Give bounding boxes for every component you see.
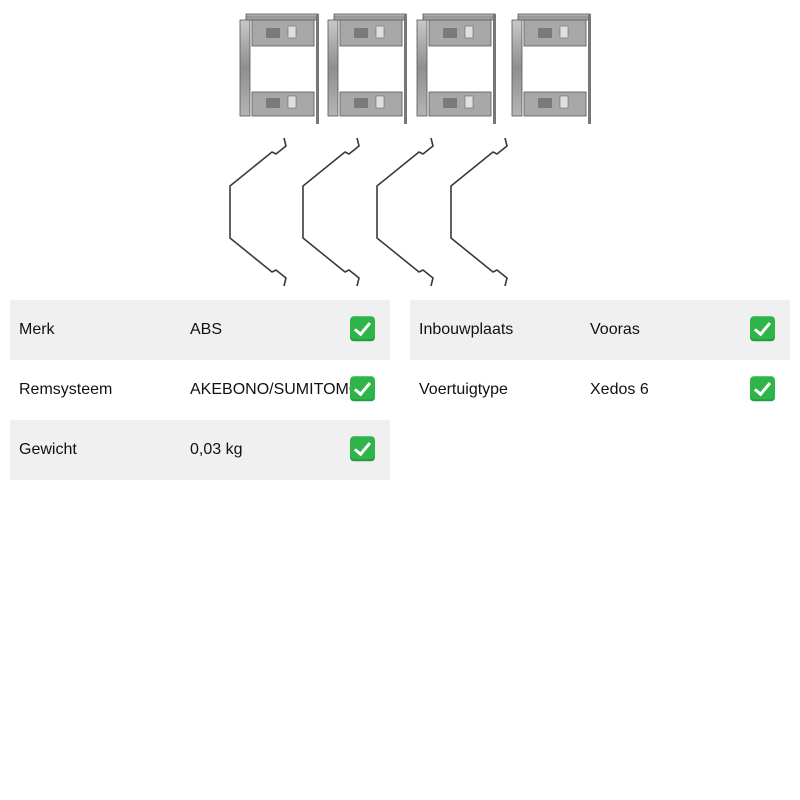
spec-row-remsysteem: Remsysteem AKEBONO/SUMITOMO xyxy=(10,360,390,420)
check-icon xyxy=(350,436,375,462)
spec-label: Inbouwplaats xyxy=(419,321,514,338)
spec-value: ABS xyxy=(190,321,223,338)
clip-hardware-3 xyxy=(416,13,497,125)
spec-row-voertuigtype: Voertuigtype Xedos 6 xyxy=(410,360,790,420)
clip-hardware-4 xyxy=(511,13,592,125)
check-icon xyxy=(350,316,375,342)
specs-table-right: Inbouwplaats Vooras Voertuigtype Xedos 6 xyxy=(410,300,790,420)
spec-value: AKEBONO/SUMITOMO xyxy=(190,381,352,398)
spec-row-merk: Merk ABS xyxy=(10,300,390,360)
spec-value: Xedos 6 xyxy=(590,381,649,398)
specs-table-left: Merk ABS Remsysteem AKEBONO/SUMITOMO Gew… xyxy=(10,300,390,480)
spring-clip-2 xyxy=(302,137,360,287)
spec-label: Voertuigtype xyxy=(419,381,508,398)
check-icon xyxy=(750,376,775,402)
check-icon xyxy=(350,376,375,402)
spec-row-inbouwplaats: Inbouwplaats Vooras xyxy=(410,300,790,360)
spring-clip-3 xyxy=(376,137,434,287)
spring-clip-4 xyxy=(450,137,508,287)
spec-value: 0,03 kg xyxy=(190,441,243,458)
product-image xyxy=(229,13,592,287)
spring-clip-1 xyxy=(229,137,287,287)
spec-value: Vooras xyxy=(590,321,640,338)
spec-label: Merk xyxy=(19,321,55,338)
clip-hardware-2 xyxy=(327,13,408,125)
check-icon xyxy=(750,316,775,342)
spec-label: Gewicht xyxy=(19,441,77,458)
spec-row-gewicht: Gewicht 0,03 kg xyxy=(10,420,390,480)
spec-label: Remsysteem xyxy=(19,381,113,398)
clip-hardware-1 xyxy=(239,13,320,125)
